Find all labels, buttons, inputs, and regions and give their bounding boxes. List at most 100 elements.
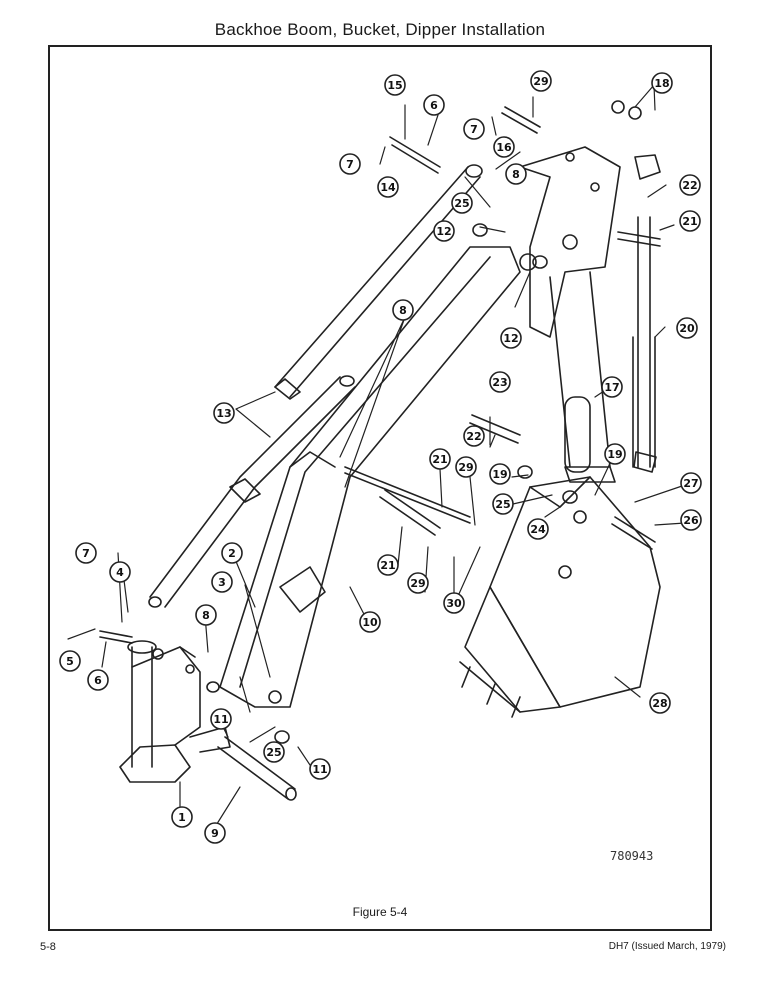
crowd-cylinder: [148, 375, 356, 608]
svg-text:11: 11: [312, 763, 327, 776]
callout-18: 18: [651, 72, 673, 94]
svg-text:29: 29: [410, 577, 425, 590]
svg-text:1: 1: [178, 811, 186, 824]
boom-cylinder: [274, 164, 483, 400]
callout-23: 23: [489, 371, 511, 393]
callout-19: 19: [489, 463, 511, 485]
callout-11: 11: [309, 758, 331, 780]
svg-text:16: 16: [496, 141, 512, 154]
callout-16: 16: [493, 136, 515, 158]
svg-text:20: 20: [679, 322, 695, 335]
svg-text:8: 8: [399, 304, 407, 317]
callout-29: 29: [455, 456, 477, 478]
callout-8: 8: [195, 604, 217, 626]
svg-text:9: 9: [211, 827, 219, 840]
svg-text:28: 28: [652, 697, 667, 710]
figure-caption: Figure 5-4: [352, 905, 408, 919]
svg-text:8: 8: [512, 168, 520, 181]
svg-text:30: 30: [446, 597, 462, 610]
svg-text:13: 13: [216, 407, 231, 420]
svg-text:14: 14: [380, 181, 396, 194]
callout-9: 9: [204, 822, 226, 844]
svg-text:19: 19: [607, 448, 622, 461]
callout-25: 25: [263, 741, 285, 763]
dipper-cylinder: [632, 154, 661, 473]
leader-lines: [67, 84, 686, 828]
svg-text:7: 7: [470, 123, 478, 136]
callout-24: 24: [527, 518, 549, 540]
callout-11: 11: [210, 708, 232, 730]
svg-text:10: 10: [362, 616, 378, 629]
callout-7: 7: [339, 153, 361, 175]
callout-6: 6: [423, 94, 445, 116]
pivot-pin-9: [217, 736, 297, 801]
svg-text:25: 25: [266, 746, 281, 759]
callout-29: 29: [530, 70, 552, 92]
boom: [219, 246, 537, 708]
svg-text:22: 22: [682, 179, 697, 192]
callout-13: 13: [213, 402, 235, 424]
svg-text:15: 15: [387, 79, 402, 92]
svg-text:21: 21: [682, 215, 697, 228]
svg-text:23: 23: [492, 376, 507, 389]
svg-text:2: 2: [228, 547, 236, 560]
callout-26: 26: [680, 509, 702, 531]
bucket: [459, 476, 661, 718]
page-number: 5-8: [40, 941, 56, 953]
svg-text:5: 5: [66, 655, 74, 668]
svg-text:19: 19: [492, 468, 507, 481]
callout-30: 30: [443, 592, 465, 614]
callout-12: 12: [500, 327, 522, 349]
issue-note: DH7 (Issued March, 1979): [608, 941, 726, 952]
page-title: Backhoe Boom, Bucket, Dipper Installatio…: [214, 20, 546, 39]
callout-4: 4: [109, 561, 131, 583]
svg-text:3: 3: [218, 576, 226, 589]
callout-19: 19: [604, 443, 626, 465]
svg-text:12: 12: [503, 332, 518, 345]
svg-text:6: 6: [94, 674, 102, 687]
callout-6: 6: [87, 669, 109, 691]
swing-tower: [119, 640, 231, 783]
callout-17: 17: [601, 376, 623, 398]
callout-27: 27: [680, 472, 702, 494]
callout-20: 20: [676, 317, 698, 339]
drawing-number: 780943: [610, 849, 654, 863]
callout-14: 14: [377, 176, 399, 198]
callout-1: 1: [171, 806, 193, 828]
svg-text:27: 27: [683, 477, 698, 490]
callout-8: 8: [392, 299, 414, 321]
svg-text:4: 4: [116, 566, 124, 579]
callout-2: 2: [221, 542, 243, 564]
svg-text:7: 7: [346, 158, 354, 171]
svg-text:17: 17: [604, 381, 619, 394]
svg-text:22: 22: [466, 430, 481, 443]
svg-text:29: 29: [458, 461, 473, 474]
svg-text:18: 18: [654, 77, 669, 90]
callout-25: 25: [492, 493, 514, 515]
svg-text:24: 24: [530, 523, 546, 536]
callout-8: 8: [505, 163, 527, 185]
callout-15: 15: [384, 74, 406, 96]
svg-text:21: 21: [432, 453, 447, 466]
svg-text:25: 25: [454, 197, 469, 210]
callout-21: 21: [679, 210, 701, 232]
callout-5: 5: [59, 650, 81, 672]
callout-21: 21: [377, 554, 399, 576]
callout-circles: 1 2 3 4 5 6 6 7 7 7 8 8 8 9 10 11 11 12 …: [59, 70, 702, 844]
svg-text:12: 12: [436, 225, 451, 238]
callout-21: 21: [429, 448, 451, 470]
svg-text:29: 29: [533, 75, 548, 88]
callout-10: 10: [359, 611, 381, 633]
callout-25: 25: [451, 192, 473, 214]
callout-22: 22: [463, 425, 485, 447]
svg-text:7: 7: [82, 547, 90, 560]
svg-text:21: 21: [380, 559, 395, 572]
callout-28: 28: [649, 692, 671, 714]
callout-7: 7: [463, 118, 485, 140]
dipper-stick: [519, 146, 621, 483]
callout-3: 3: [211, 571, 233, 593]
callout-29: 29: [407, 572, 429, 594]
callout-7: 7: [75, 542, 97, 564]
callout-22: 22: [679, 174, 701, 196]
svg-text:11: 11: [213, 713, 228, 726]
